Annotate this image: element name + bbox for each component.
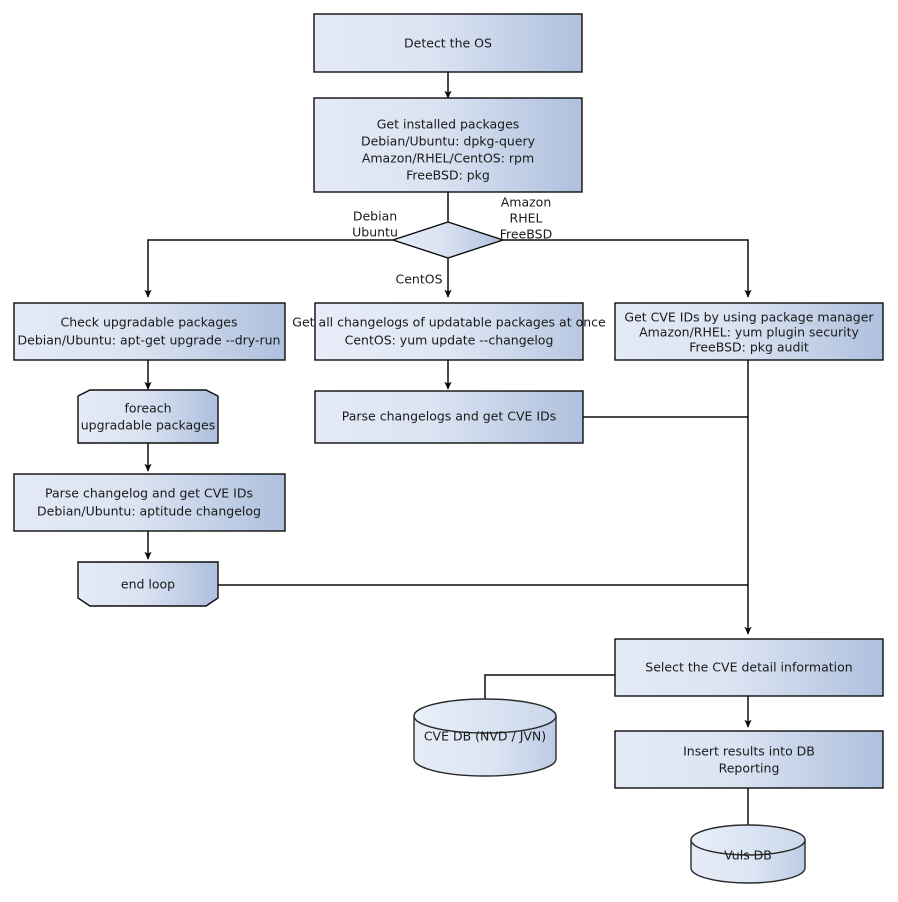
vuls-db-label: Vuls DB <box>724 848 772 863</box>
node-select-cve-detail[interactable]: Select the CVE detail information <box>614 638 884 697</box>
foreach-line-1: foreach <box>124 401 171 416</box>
node-get-cve-ids-package-manager[interactable]: Get CVE IDs by using package manager Ama… <box>614 302 884 361</box>
os-decision-diamond[interactable] <box>390 221 506 259</box>
get-installed-packages-line-2: Debian/Ubuntu: dpkg-query <box>361 134 536 149</box>
parse-changelogs-multi-box[interactable] <box>314 390 584 444</box>
get-installed-packages-line-1: Get installed packages <box>377 117 520 132</box>
edge-label-centos: CentOS <box>395 272 442 287</box>
node-cve-db[interactable]: CVE DB (NVD / JVN) <box>413 698 557 777</box>
branch-debian-line-1: Debian <box>353 209 397 224</box>
node-get-all-changelogs[interactable]: Get all changelogs of updatable packages… <box>292 302 606 361</box>
node-vuls-db[interactable]: Vuls DB <box>690 824 806 884</box>
branch-amazon-line-1: Amazon <box>501 195 552 210</box>
get-installed-packages-line-3: Amazon/RHEL/CentOS: rpm <box>362 151 534 166</box>
select-cve-detail-label: Select the CVE detail information <box>645 660 852 675</box>
parse-changelog-single-box[interactable] <box>13 473 286 532</box>
node-insert-results-db[interactable]: Insert results into DB Reporting <box>614 730 884 789</box>
get-installed-packages-box[interactable] <box>313 97 583 193</box>
edge-select-cve-to-cve-db <box>484 674 615 708</box>
branch-amazon-line-3: FreeBSD <box>500 227 552 242</box>
check-upgradable-line-2: Debian/Ubuntu: apt-get upgrade --dry-run <box>18 333 281 348</box>
get-cve-ids-box[interactable] <box>614 302 884 361</box>
get-all-changelogs-box[interactable] <box>314 302 584 361</box>
node-get-installed-packages[interactable]: Get installed packages Debian/Ubuntu: dp… <box>313 97 583 193</box>
node-foreach-loop-start[interactable]: foreach upgradable packages <box>77 389 219 444</box>
node-detect-os[interactable]: Detect the OS <box>313 13 583 73</box>
parse-changelogs-multi-label: Parse changelogs and get CVE IDs <box>342 409 556 424</box>
node-check-upgradable-packages[interactable]: Check upgradable packages Debian/Ubuntu:… <box>13 302 286 361</box>
node-end-loop[interactable]: end loop <box>77 561 219 607</box>
get-cve-ids-line-2: Amazon/RHEL: yum plugin security <box>639 325 859 340</box>
node-os-decision[interactable] <box>390 221 506 259</box>
get-cve-ids-line-1: Get CVE IDs by using package manager <box>624 310 874 325</box>
parse-changelog-single-line-1: Parse changelog and get CVE IDs <box>45 486 253 501</box>
connectors <box>144 72 752 831</box>
edge-decision-to-get-cve-ids <box>503 239 752 298</box>
branch-centos-label: CentOS <box>395 272 442 287</box>
insert-results-line-2: Reporting <box>719 761 780 776</box>
end-loop-shape[interactable] <box>77 561 219 607</box>
detect-os-label: Detect the OS <box>404 36 492 51</box>
get-installed-packages-line-4: FreeBSD: pkg <box>406 168 490 183</box>
foreach-line-2: upgradable packages <box>81 418 216 433</box>
end-loop-label: end loop <box>121 577 175 592</box>
node-parse-changelogs-multi[interactable]: Parse changelogs and get CVE IDs <box>314 390 584 444</box>
edge-label-amazon-rhel-freebsd: Amazon RHEL FreeBSD <box>500 195 552 242</box>
get-all-changelogs-line-1: Get all changelogs of updatable packages… <box>292 315 606 330</box>
get-cve-ids-line-3: FreeBSD: pkg audit <box>689 340 809 355</box>
foreach-loop-shape[interactable] <box>77 389 219 444</box>
edge-decision-to-check-upgradable <box>144 239 393 298</box>
get-all-changelogs-line-2: CentOS: yum update --changelog <box>345 333 554 348</box>
vuls-db-cylinder-top <box>690 824 806 856</box>
check-upgradable-line-1: Check upgradable packages <box>61 315 238 330</box>
detect-os-box[interactable] <box>313 13 583 73</box>
edge-label-debian-ubuntu: Debian Ubuntu <box>352 209 398 240</box>
check-upgradable-box[interactable] <box>13 302 286 361</box>
insert-results-line-1: Insert results into DB <box>683 744 815 759</box>
branch-debian-line-2: Ubuntu <box>352 225 398 240</box>
node-parse-changelog-single[interactable]: Parse changelog and get CVE IDs Debian/U… <box>13 473 286 532</box>
select-cve-detail-box[interactable] <box>614 638 884 697</box>
cve-db-cylinder-top <box>413 698 557 734</box>
parse-changelog-single-line-2: Debian/Ubuntu: aptitude changelog <box>37 504 261 519</box>
insert-results-box[interactable] <box>614 730 884 789</box>
branch-amazon-line-2: RHEL <box>510 211 543 226</box>
cve-db-label: CVE DB (NVD / JVN) <box>424 729 546 744</box>
